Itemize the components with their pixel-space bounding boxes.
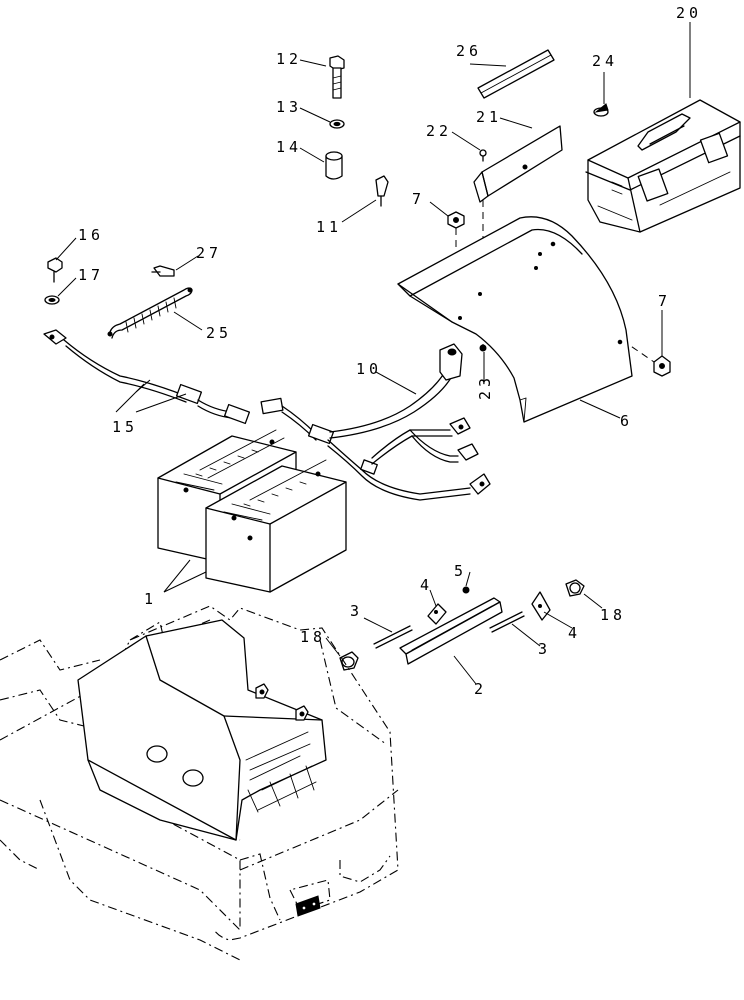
callout-17: 17 [78, 266, 104, 284]
sleeve [339, 651, 359, 671]
plate [531, 591, 551, 621]
hold-down-bar [399, 597, 503, 665]
knob [593, 103, 609, 117]
callout-4-right: 4 [568, 624, 581, 642]
callout-24: 24 [592, 52, 618, 70]
callout-13: 13 [276, 98, 302, 116]
callout-1: 1 [144, 590, 157, 608]
spacer [325, 151, 343, 180]
clip [375, 175, 389, 207]
callout-26: 26 [456, 42, 482, 60]
washer [329, 119, 345, 129]
callout-22: 22 [426, 122, 452, 140]
callout-7-right: 7 [658, 292, 671, 310]
threaded-rod [489, 611, 525, 633]
callout-27: 27 [196, 244, 222, 262]
callout-23: 23 [476, 374, 494, 400]
bolt [329, 55, 345, 99]
sleeve [565, 579, 585, 597]
nut [653, 355, 671, 377]
ground-strap [107, 265, 193, 339]
callout-14: 14 [276, 138, 302, 156]
callout-16: 16 [78, 226, 104, 244]
callout-3-left: 3 [350, 602, 363, 620]
callout-11: 11 [316, 218, 342, 236]
leader-lines [55, 22, 691, 685]
callout-2: 2 [474, 680, 487, 698]
callout-18-right: 18 [600, 606, 626, 624]
callout-18-left: 18 [300, 628, 326, 646]
toolbox [585, 99, 741, 233]
callout-5: 5 [454, 562, 467, 580]
battery-cover [397, 216, 633, 423]
callout-3-right: 3 [538, 640, 551, 658]
threaded-rod [373, 625, 413, 649]
bracket-plate [473, 125, 563, 203]
screw [479, 344, 487, 352]
callout-7-upper: 7 [412, 190, 425, 208]
nut [462, 586, 470, 594]
pin-rod [477, 49, 555, 99]
callout-20: 20 [676, 4, 702, 22]
callout-4-left: 4 [420, 576, 433, 594]
callout-25: 25 [206, 324, 232, 342]
callout-10: 10 [356, 360, 382, 378]
plate [427, 603, 447, 625]
callout-21: 21 [476, 108, 502, 126]
nut [447, 211, 465, 229]
callout-12: 12 [276, 50, 302, 68]
batteries [157, 429, 347, 593]
battery-tray-frame [0, 605, 399, 961]
callout-15: 15 [112, 418, 138, 436]
callout-6: 6 [620, 412, 633, 430]
screw [479, 149, 487, 162]
battery-cables [43, 257, 491, 501]
callout-labels: 20 24 26 21 22 12 13 14 11 7 7 16 17 27 … [78, 4, 702, 698]
